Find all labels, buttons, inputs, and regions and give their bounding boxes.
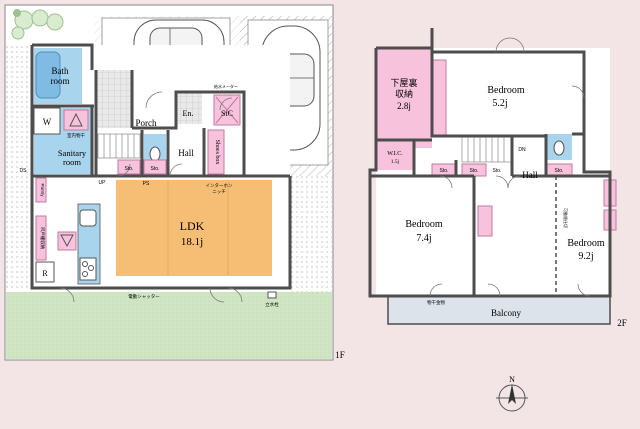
label-indoor-dry: 室内物干 [67, 132, 85, 139]
label-divider: 可動間仕切 [563, 208, 569, 228]
label-sto-2f-c: Sto. [493, 168, 502, 174]
label-bath-room: room [51, 76, 70, 86]
label-pantry: Pantry [40, 183, 45, 197]
label-bath: Bath [52, 66, 69, 76]
door-swings-1f [59, 91, 243, 303]
label-floor2: 2F [617, 318, 627, 328]
closet-mid [477, 205, 493, 237]
toilet-icon [553, 140, 565, 156]
label-bedroom-e: Bedroom [567, 238, 604, 249]
label-entrance: En. [183, 109, 194, 118]
water-faucet-icon [267, 291, 277, 299]
compass-icon: N [496, 375, 528, 412]
storage-1f [117, 159, 141, 175]
label-sanitary-room: room [63, 157, 81, 167]
stove-icon [79, 257, 97, 281]
glass-cabinet [35, 215, 47, 261]
gravel-strip [290, 176, 332, 292]
walk-in-closet [376, 140, 414, 170]
floor2-plan: 下屋裏 収納 2.8j W.I.C. 1.5j Bedroom 5.2j Sto… [368, 28, 627, 328]
label-balcony: Balcony [491, 308, 521, 318]
label-bedroom-e-size: 9.2j [578, 251, 593, 262]
label-sto-2f-d: Sto. [555, 168, 564, 174]
compass-north-label: N [509, 375, 515, 384]
label-interphone: インターホン [206, 182, 233, 189]
shoes-box [207, 129, 225, 175]
staircase-1f [97, 133, 141, 159]
refrigerator-icon [35, 261, 55, 283]
toilet-icon [149, 146, 161, 162]
sink-icon [79, 209, 97, 227]
gravel-strip [6, 45, 31, 290]
label-wic-size: 1.5j [391, 159, 400, 165]
label-porch: Porch [136, 118, 157, 128]
attic-storage [376, 48, 432, 148]
storage-1f [143, 159, 167, 175]
label-bedroom-ne: Bedroom [487, 85, 524, 96]
label-hall-2f: Hall [522, 170, 538, 180]
door-swings-2f [429, 37, 591, 297]
label-attic-storage: 収納 [395, 88, 413, 99]
label-sto-1f-a: Sto. [125, 166, 134, 172]
label-shoes-box: Shoes box [214, 140, 220, 165]
label-storage-closet: StC [221, 109, 233, 118]
label-ps: PS [143, 181, 150, 187]
label-fridge: R [42, 269, 48, 278]
label-sto-2f-a: Sto. [440, 168, 449, 174]
label-sanitary: Sanitary [58, 148, 87, 158]
label-ldk: LDK [180, 219, 205, 233]
label-bedroom-w: Bedroom [405, 219, 442, 230]
bathtub-icon [35, 51, 61, 99]
label-sto-1f-b: Sto. [151, 166, 160, 172]
staircase-2f [461, 135, 513, 163]
walls-2f [368, 28, 612, 298]
floor1-plan: Bath room W 室内物干 Sanitary room Porch En.… [4, 4, 345, 361]
label-ldk-size: 18.1j [181, 236, 203, 248]
label-floor1: 1F [335, 350, 345, 360]
glass-storage [57, 231, 77, 251]
label-shutter: 電動シャッター [128, 293, 160, 300]
label-bedroom-w-size: 7.4j [416, 233, 431, 244]
label-washer: W [43, 117, 52, 127]
closet-ne [431, 59, 447, 137]
shrubs-icon [11, 9, 64, 40]
label-up: UP [99, 180, 107, 186]
pantry [35, 177, 47, 203]
label-glass-cabinet: 吊戸棚収納 [39, 227, 46, 250]
label-ds: DS [20, 168, 28, 174]
label-attic-size: 2.8j [397, 101, 411, 111]
washing-machine-icon [33, 107, 61, 135]
label-wic: W.I.C. [387, 151, 403, 157]
label-bedroom-ne-size: 5.2j [492, 98, 507, 109]
label-attic: 下屋裏 [390, 77, 417, 88]
entrance-tiles [176, 92, 202, 124]
label-meter: 給水メーター [214, 83, 238, 89]
label-sto-2f-b: Sto. [470, 168, 479, 174]
label-hanger: 物干金物 [427, 299, 445, 306]
ldk-floor [116, 180, 272, 276]
label-hall-1f: Hall [178, 148, 194, 158]
walls-1f [30, 43, 292, 290]
lawn-area [6, 292, 332, 359]
label-niche: ニッチ [212, 189, 226, 194]
label-dn: DN [518, 147, 526, 153]
porch-tiles [96, 70, 132, 128]
label-faucet: 立水栓 [265, 301, 279, 308]
